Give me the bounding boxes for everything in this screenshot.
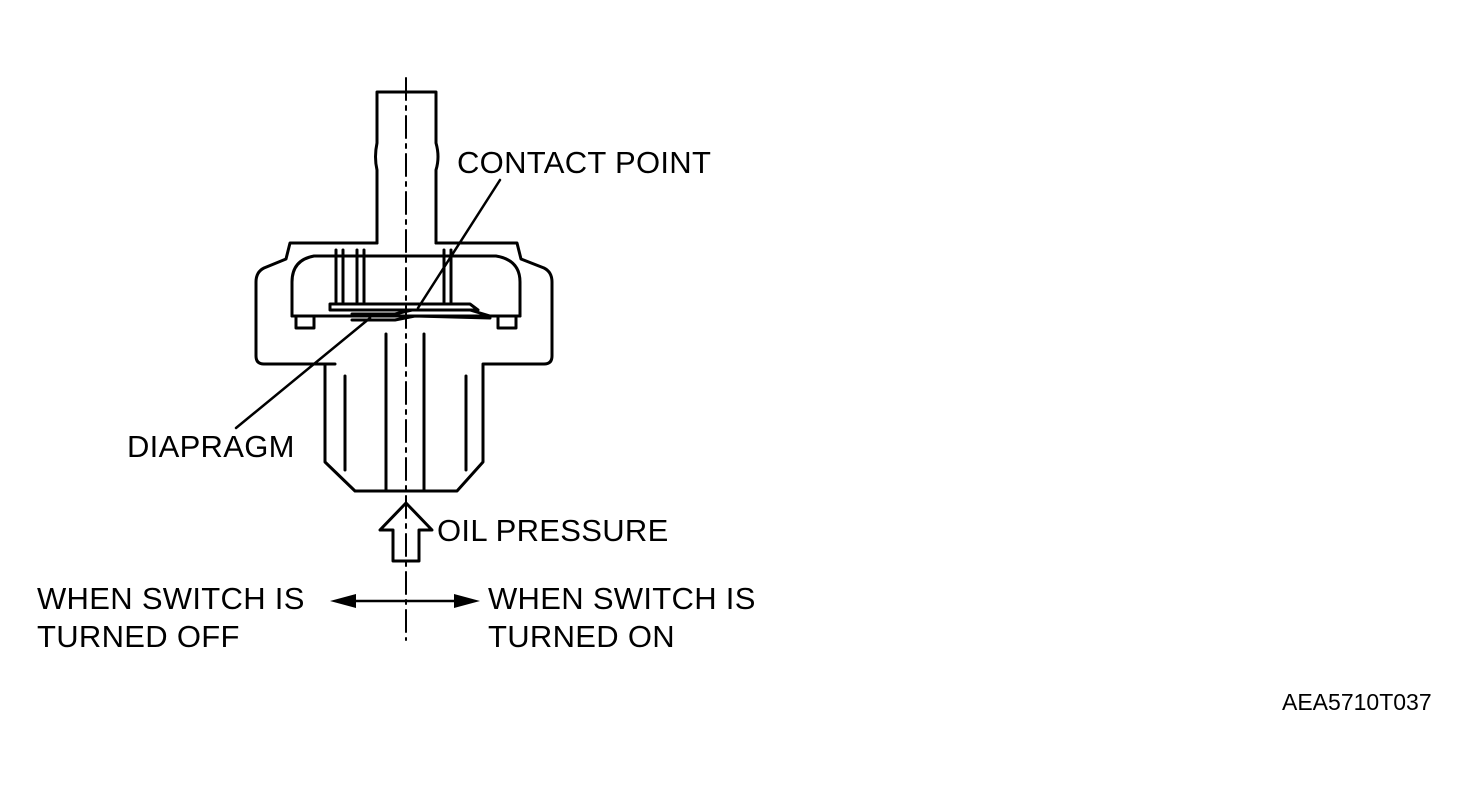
diaphragm-leader (234, 316, 372, 430)
oil-pressure-label: OIL PRESSURE (437, 513, 669, 548)
diaphragm (350, 308, 492, 318)
switch-housing (254, 241, 554, 493)
arrowhead-right (454, 594, 480, 608)
switch-on-label-line2: TURNED ON (488, 619, 675, 654)
contact-point-leader (416, 178, 502, 310)
contact-plate (328, 302, 480, 312)
switch-off-label-line2: TURNED OFF (37, 619, 240, 654)
diaphragm-label: DIAPRAGM (127, 429, 295, 464)
contact-point-label: CONTACT POINT (457, 145, 712, 180)
switch-off-label-line1: WHEN SWITCH IS (37, 581, 305, 616)
figure-code: AEA5710T037 (1282, 689, 1432, 715)
housing-cavity (290, 254, 522, 318)
arrowhead-left (330, 594, 356, 608)
oil-pressure-arrow (378, 501, 434, 563)
switch-on-label-line1: WHEN SWITCH IS (488, 581, 756, 616)
